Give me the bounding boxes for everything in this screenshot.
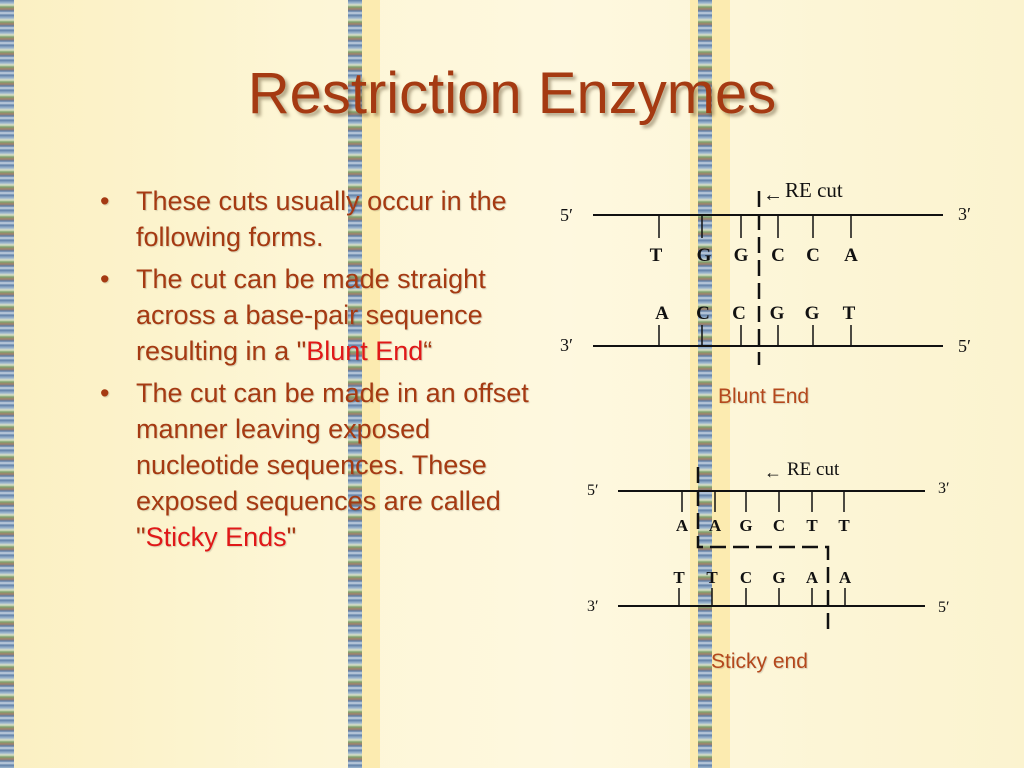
strand-top-left-label: 5′ — [560, 205, 573, 225]
bullet-suffix: “ — [423, 336, 433, 366]
base-top: G — [739, 516, 752, 535]
blunt-end-caption: Blunt End — [718, 385, 810, 408]
blunt-end-highlight: Blunt End — [306, 336, 424, 366]
dna-helix-strip-left — [0, 0, 14, 768]
base-bottom: T — [673, 568, 685, 587]
base-bottom: C — [740, 568, 752, 587]
base-bottom: A — [806, 568, 819, 587]
bullet-text: These cuts usually occur in the followin… — [136, 186, 507, 252]
base-bottom: G — [770, 303, 785, 324]
base-top: A — [709, 516, 722, 535]
sticky-cut-line — [696, 467, 830, 633]
bullet-marker: • — [100, 186, 110, 216]
bullet-item-3: • The cut can be made in an offset manne… — [100, 375, 540, 555]
base-bottom: T — [706, 568, 718, 587]
base-bottom: A — [655, 303, 669, 324]
bullet-suffix: " — [286, 522, 297, 552]
base-top: T — [650, 245, 663, 266]
re-cut-label: RE cut — [787, 459, 840, 480]
bottom-strand-ticks — [678, 588, 846, 606]
base-top: T — [806, 516, 818, 535]
top-strand-ticks — [658, 215, 852, 238]
bullet-marker: • — [100, 378, 110, 408]
base-top: T — [838, 516, 850, 535]
dna-helix-strip-right — [698, 0, 712, 768]
slide-title: Restriction Enzymes — [247, 61, 777, 126]
base-bottom: G — [805, 303, 820, 324]
re-cut-arrow-icon: ← — [763, 184, 783, 206]
base-top: A — [676, 516, 689, 535]
blunt-end-diagram: ← RE cut 5′ 3′ 3′ 5′ T G G C C A A C C G… — [560, 178, 971, 365]
strand-top-right-label: 3′ — [958, 204, 971, 224]
top-strand-ticks — [681, 491, 845, 512]
bullet-marker: • — [100, 264, 110, 294]
strand-bottom-right-label: 5′ — [938, 599, 950, 616]
base-bottom: C — [696, 303, 710, 324]
bullet-item-1: • These cuts usually occur in the follow… — [100, 183, 540, 255]
base-bottom: T — [843, 303, 856, 324]
strand-bottom-left-label: 3′ — [560, 335, 573, 355]
sticky-end-diagram: ← RE cut 5′ 3′ 3′ 5′ A A G C T T T T C G… — [587, 459, 950, 633]
base-top: G — [697, 245, 712, 266]
sticky-end-caption: Sticky end — [711, 650, 808, 673]
strand-top-left-label: 5′ — [587, 482, 599, 499]
bullet-item-2: • The cut can be made straight across a … — [100, 261, 540, 369]
base-top: G — [734, 245, 749, 266]
bottom-strand-ticks — [658, 325, 852, 346]
base-top: A — [844, 245, 858, 266]
dna-helix-strip-center — [348, 0, 362, 768]
base-bottom: C — [732, 303, 746, 324]
re-cut-label: RE cut — [785, 178, 843, 202]
strand-bottom-left-label: 3′ — [587, 598, 599, 615]
base-bottom: G — [772, 568, 785, 587]
base-top: C — [806, 245, 820, 266]
bullet-text: The cut can be made straight across a ba… — [136, 264, 486, 366]
bullet-list: • These cuts usually occur in the follow… — [100, 183, 540, 561]
re-cut-arrow-icon: ← — [764, 462, 782, 482]
bullet-text: The cut can be made in an offset manner … — [136, 378, 529, 552]
sticky-ends-highlight: Sticky Ends — [145, 522, 287, 552]
strand-bottom-right-label: 5′ — [958, 336, 971, 356]
base-top: C — [773, 516, 785, 535]
base-bottom: A — [839, 568, 852, 587]
strand-top-right-label: 3′ — [938, 480, 950, 497]
base-top: C — [771, 245, 785, 266]
